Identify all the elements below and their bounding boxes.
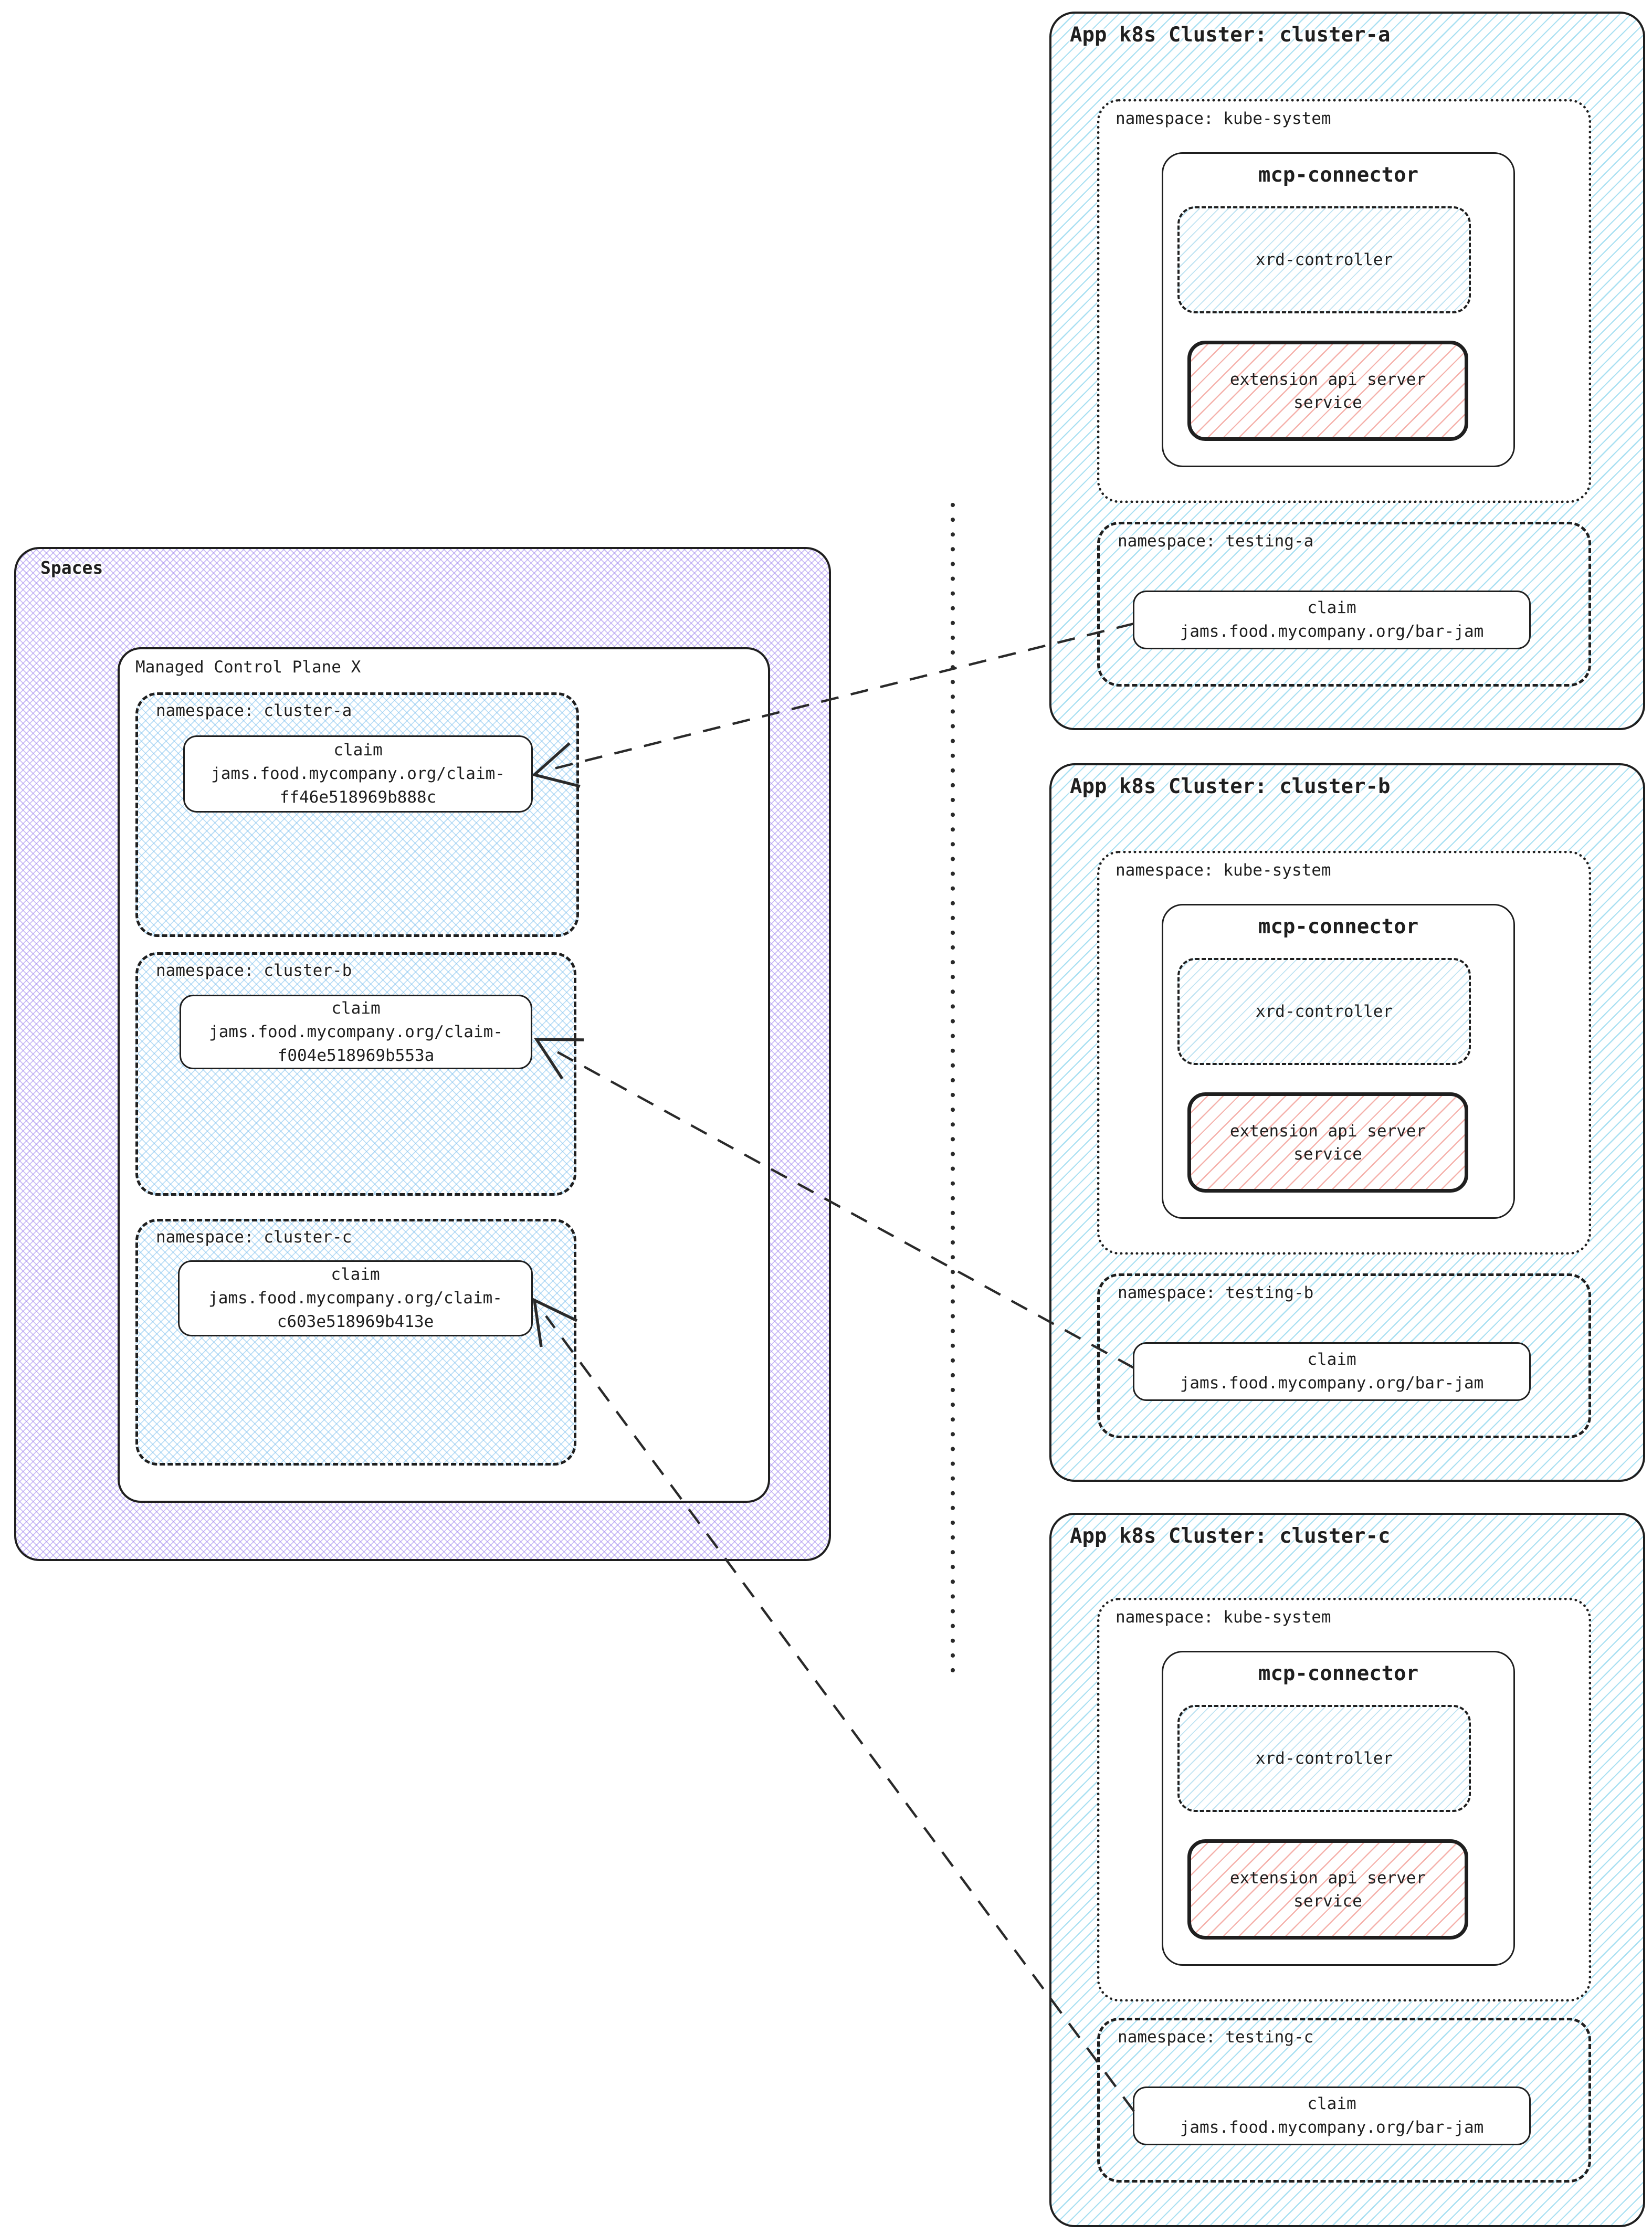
claim-path: jams.food.mycompany.org/bar-jam bbox=[1180, 622, 1484, 641]
claim-cluster-c: claim jams.food.mycompany.org/claim- c60… bbox=[178, 1260, 533, 1336]
extension-api-line2: service bbox=[1293, 1891, 1362, 1911]
claim-path: jams.food.mycompany.org/claim- bbox=[208, 1289, 502, 1308]
xrd-controller-a: xrd-controller bbox=[1177, 206, 1471, 313]
claim-title: claim bbox=[1307, 1350, 1356, 1369]
xrd-controller-label: xrd-controller bbox=[1255, 1749, 1393, 1768]
spaces-label: Spaces bbox=[40, 557, 103, 578]
claim-title: claim bbox=[1307, 598, 1356, 617]
extension-api-server-a: extension api server service bbox=[1187, 341, 1468, 441]
claim-bar-jam-a: claim jams.food.mycompany.org/bar-jam bbox=[1133, 591, 1531, 649]
app-cluster-c-title: App k8s Cluster: cluster-c bbox=[1070, 1524, 1391, 1548]
mcp-connector-title: mcp-connector bbox=[1258, 915, 1419, 939]
namespace-cluster-c: namespace: cluster-c claim jams.food.myc… bbox=[135, 1219, 576, 1466]
claim-title: claim bbox=[333, 741, 383, 760]
app-cluster-a-title: App k8s Cluster: cluster-a bbox=[1070, 23, 1391, 47]
testing-b-label: namespace: testing-b bbox=[1118, 1283, 1314, 1302]
managed-control-plane-label: Managed Control Plane X bbox=[135, 658, 361, 677]
claim-bar-jam-c: claim jams.food.mycompany.org/bar-jam bbox=[1133, 2087, 1531, 2145]
namespace-cluster-b: namespace: cluster-b claim jams.food.myc… bbox=[135, 952, 576, 1196]
kube-system-label: namespace: kube-system bbox=[1116, 861, 1331, 880]
namespace-cluster-a: namespace: cluster-a claim jams.food.myc… bbox=[135, 692, 579, 937]
app-cluster-b: App k8s Cluster: cluster-b namespace: ku… bbox=[1049, 763, 1645, 1482]
extension-api-server-c: extension api server service bbox=[1187, 1839, 1468, 1940]
namespace-cluster-c-label: namespace: cluster-c bbox=[156, 1228, 352, 1247]
extension-api-line2: service bbox=[1293, 393, 1362, 412]
xrd-controller-label: xrd-controller bbox=[1255, 250, 1393, 269]
testing-c-label: namespace: testing-c bbox=[1118, 2028, 1314, 2047]
spaces-container: Spaces Managed Control Plane X namespace… bbox=[14, 547, 831, 1561]
app-cluster-b-title: App k8s Cluster: cluster-b bbox=[1070, 775, 1391, 798]
extension-api-line2: service bbox=[1293, 1144, 1362, 1164]
extension-api-server-b: extension api server service bbox=[1187, 1092, 1468, 1193]
app-cluster-c: App k8s Cluster: cluster-c namespace: ku… bbox=[1049, 1513, 1645, 2227]
kube-system-namespace-b: namespace: kube-system mcp-connector xrd… bbox=[1097, 851, 1591, 1255]
kube-system-namespace-c: namespace: kube-system mcp-connector xrd… bbox=[1097, 1598, 1591, 2001]
mcp-connector-title: mcp-connector bbox=[1258, 1662, 1419, 1685]
namespace-cluster-a-label: namespace: cluster-a bbox=[156, 701, 352, 720]
extension-api-line1: extension api server bbox=[1229, 1121, 1426, 1141]
claim-id: f004e518969b553a bbox=[277, 1046, 435, 1065]
xrd-controller-label: xrd-controller bbox=[1255, 1002, 1393, 1021]
testing-namespace-c: namespace: testing-c claim jams.food.myc… bbox=[1097, 2018, 1591, 2183]
claim-id: ff46e518969b888c bbox=[279, 788, 437, 807]
managed-control-plane: Managed Control Plane X namespace: clust… bbox=[118, 647, 770, 1503]
claim-id: c603e518969b413e bbox=[277, 1312, 434, 1331]
kube-system-label: namespace: kube-system bbox=[1116, 1608, 1331, 1627]
kube-system-label: namespace: kube-system bbox=[1116, 109, 1331, 128]
claim-title: claim bbox=[1307, 2094, 1356, 2113]
mcp-connector-b: mcp-connector xrd-controller extension a… bbox=[1162, 904, 1515, 1219]
namespace-cluster-b-label: namespace: cluster-b bbox=[156, 961, 352, 980]
mcp-connector-title: mcp-connector bbox=[1258, 163, 1419, 187]
claim-title: claim bbox=[331, 1265, 380, 1284]
claim-title: claim bbox=[331, 998, 381, 1018]
extension-api-line1: extension api server bbox=[1229, 1868, 1426, 1888]
app-cluster-a: App k8s Cluster: cluster-a namespace: ku… bbox=[1049, 12, 1645, 730]
claim-path: jams.food.mycompany.org/claim- bbox=[211, 764, 505, 783]
claim-cluster-a: claim jams.food.mycompany.org/claim- ff4… bbox=[183, 735, 533, 813]
claim-path: jams.food.mycompany.org/bar-jam bbox=[1180, 2118, 1484, 2137]
mcp-connector-a: mcp-connector xrd-controller extension a… bbox=[1162, 152, 1515, 467]
testing-a-label: namespace: testing-a bbox=[1118, 532, 1314, 551]
extension-api-line1: extension api server bbox=[1229, 370, 1426, 389]
xrd-controller-c: xrd-controller bbox=[1177, 1705, 1471, 1812]
xrd-controller-b: xrd-controller bbox=[1177, 958, 1471, 1065]
claim-bar-jam-b: claim jams.food.mycompany.org/bar-jam bbox=[1133, 1342, 1531, 1401]
kube-system-namespace-a: namespace: kube-system mcp-connector xrd… bbox=[1097, 99, 1591, 503]
claim-path: jams.food.mycompany.org/claim- bbox=[209, 1022, 503, 1041]
testing-namespace-b: namespace: testing-b claim jams.food.myc… bbox=[1097, 1273, 1591, 1438]
claim-path: jams.food.mycompany.org/bar-jam bbox=[1180, 1374, 1484, 1393]
testing-namespace-a: namespace: testing-a claim jams.food.myc… bbox=[1097, 522, 1591, 687]
mcp-connector-c: mcp-connector xrd-controller extension a… bbox=[1162, 1651, 1515, 1966]
claim-cluster-b: claim jams.food.mycompany.org/claim- f00… bbox=[180, 995, 532, 1069]
